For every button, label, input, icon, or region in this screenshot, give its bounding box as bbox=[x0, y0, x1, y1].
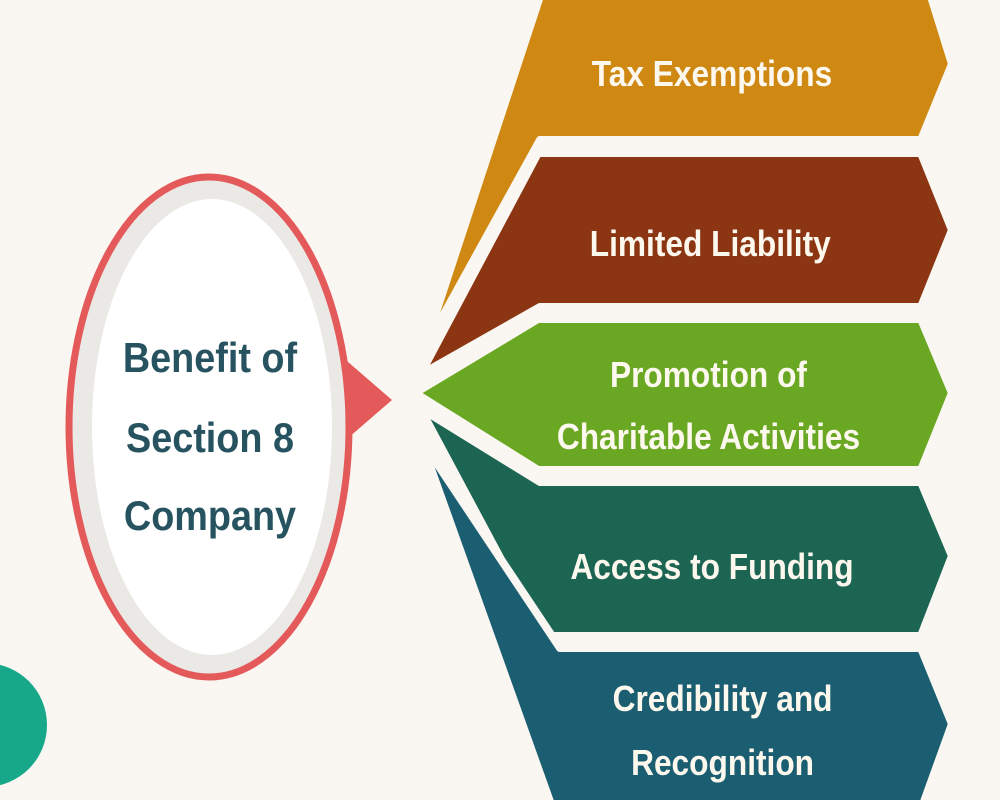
bubble-pointer bbox=[340, 355, 392, 445]
center-title-line-3: Company bbox=[124, 493, 296, 539]
center-title-line-1: Benefit of bbox=[123, 335, 298, 381]
benefit-band-credibility bbox=[416, 434, 956, 800]
benefit-label-access-to-funding: Access to Funding bbox=[570, 547, 853, 587]
benefit-label-tax-exemptions: Tax Exemptions bbox=[592, 54, 832, 94]
benefit-band-charitable-activities bbox=[411, 315, 956, 474]
benefit-label-credibility-line-1: Credibility and bbox=[613, 679, 833, 719]
benefit-label-limited-liability: Limited Liability bbox=[590, 224, 831, 264]
center-title-line-2: Section 8 bbox=[126, 415, 294, 461]
benefit-label-credibility-line-2: Recognition bbox=[631, 743, 814, 783]
bubble-inner bbox=[92, 199, 332, 655]
benefit-band-tax-exemptions bbox=[419, 0, 956, 356]
decorative-teal-blob bbox=[0, 664, 47, 786]
benefit-label-charitable-line-1: Promotion of bbox=[610, 355, 808, 395]
center-bubble: Benefit of Section 8 Company bbox=[65, 173, 392, 681]
benefit-label-charitable-line-2: Charitable Activities bbox=[557, 417, 860, 457]
benefit-band-limited-liability bbox=[416, 149, 956, 379]
